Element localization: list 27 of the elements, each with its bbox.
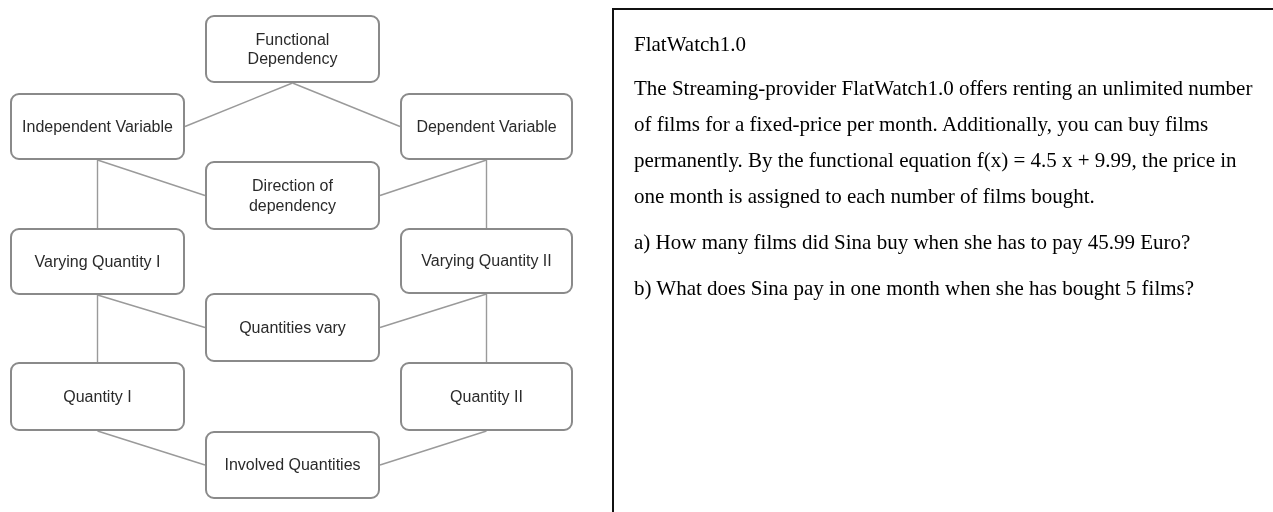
connector-line: [96, 159, 99, 229]
connector-line: [96, 430, 206, 466]
concept-box: Quantity II: [400, 362, 573, 431]
connector-line: [184, 82, 294, 128]
task-card: [612, 8, 1273, 512]
concept-box: Varying Quantity I: [10, 228, 185, 295]
task-text: The Streaming-provider FlatWatch1.0 offers renting an unlimited number of films for a fixed-price per month. Additionally, you can buy films permanently. By the functional equation f(x) = 4.5 x + 9.99, the price in one month is assigned to each number of films bought.: [634, 75, 1254, 210]
connector-line: [379, 159, 488, 197]
connector-line: [96, 159, 206, 197]
connector-line: [96, 294, 206, 329]
connector-line: [379, 293, 488, 329]
concept-box: Direction of dependency: [205, 161, 380, 230]
concept-box: Quantities vary: [205, 293, 380, 362]
connector-line: [485, 293, 488, 363]
connector-line: [379, 430, 488, 466]
concept-box: Functional Dependency: [205, 15, 380, 83]
connector-line: [485, 159, 488, 229]
task-text: a) How many films did Sina buy when she has to pay 45.99 Euro?: [634, 229, 1192, 256]
concept-box: Quantity I: [10, 362, 185, 431]
connector-line: [291, 82, 401, 128]
task-text: b) What does Sina pay in one month when she has bought 5 films?: [634, 275, 1196, 302]
concept-box: Independent Variable: [10, 93, 185, 160]
concept-box: Dependent Variable: [400, 93, 573, 160]
task-title: FlatWatch1.0: [634, 31, 748, 58]
concept-box: Involved Quantities: [205, 431, 380, 499]
concept-box: Varying Quantity II: [400, 228, 573, 294]
connector-line: [96, 294, 99, 363]
